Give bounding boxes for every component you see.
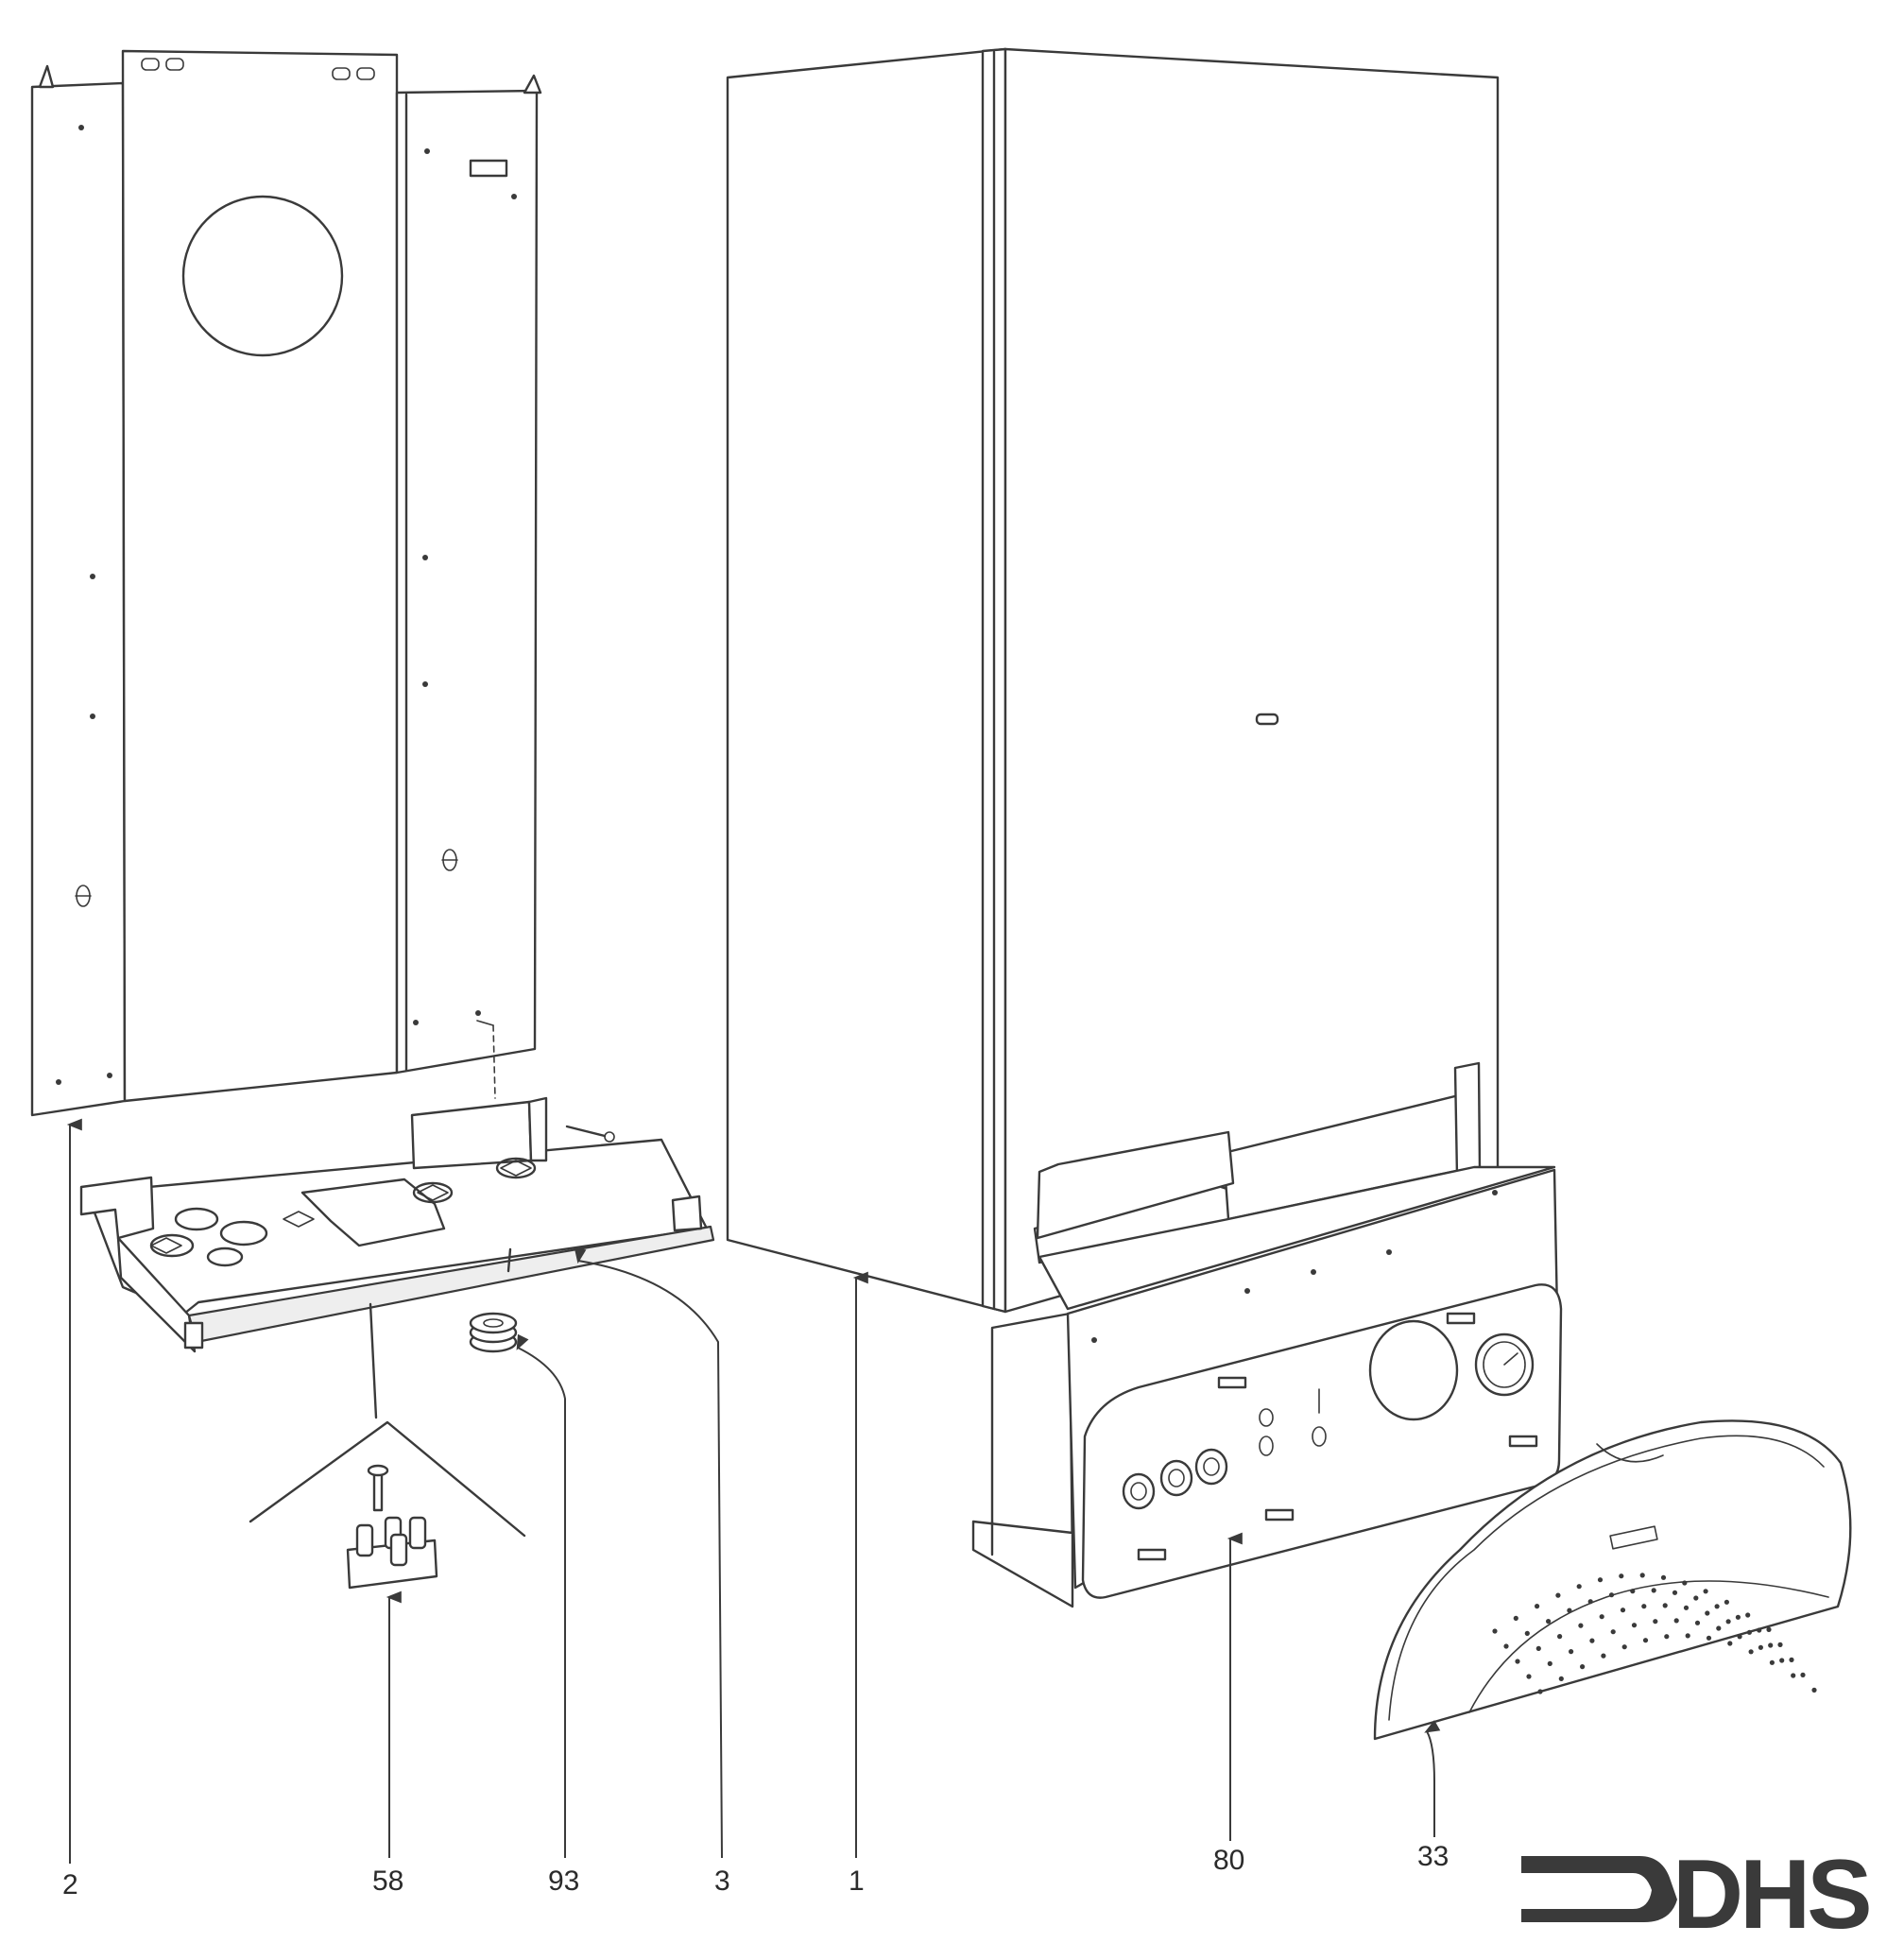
control-panel [971,1061,1563,1608]
vent-dot [1758,1644,1763,1650]
vent-dot [1630,1589,1636,1594]
vent-dot [1694,1620,1701,1625]
vent-dot [1555,1592,1561,1598]
vent-dot [1683,1605,1690,1610]
vent-dot [1800,1672,1806,1677]
vent-dot [1621,1644,1627,1650]
leader-lines [66,1118,1441,1864]
vent-dot [1768,1642,1774,1648]
keyhole-slot-right [441,849,458,871]
vent-dot [1791,1673,1796,1678]
vent-dot [1578,1623,1584,1628]
vent-dot [1535,1604,1540,1609]
knob-1 [1122,1472,1156,1510]
vent-dot [1746,1629,1752,1635]
vent-dot [1601,1653,1606,1659]
vent-dot [1557,1634,1563,1640]
vent-dot [1664,1634,1670,1640]
vent-dot [1608,1592,1615,1598]
label-part-2: 2 [62,1869,78,1900]
vent-dot [1724,1599,1729,1605]
vent-dot [1524,1630,1530,1636]
vent-dot [1639,1573,1645,1578]
rear-frame [30,49,542,1117]
vent-dot [1672,1590,1678,1595]
vent-dot [1716,1625,1722,1631]
label-part-33: 33 [1417,1841,1449,1872]
keyhole-slot-left [75,885,92,907]
vent-dot [1547,1660,1552,1666]
label-part-93: 93 [548,1865,579,1897]
label-part-1: 1 [849,1865,865,1897]
vent-dot [1769,1659,1775,1665]
vent-dot [1492,1628,1498,1634]
vent-dot [1703,1589,1708,1594]
vent-dot [1737,1634,1742,1640]
vent-dot [1682,1580,1688,1586]
vent-dot [1693,1595,1699,1601]
vent-dot [1515,1659,1520,1664]
knob-3 [1194,1448,1228,1486]
vent-dot [1619,1573,1624,1579]
label-part-3: 3 [714,1865,730,1897]
dhs-logo-text: DHS [1672,1840,1869,1950]
vent-dot [1535,1645,1541,1651]
vent-dot [1597,1577,1604,1583]
vent-dot [1660,1574,1667,1580]
vent-dot [1779,1658,1785,1663]
vent-dot [1576,1584,1582,1590]
vent-dot [1714,1604,1720,1609]
vent-dot [1546,1619,1552,1625]
vent-dot [1727,1641,1733,1646]
vent-dot [1745,1612,1751,1618]
vent-dot [1673,1618,1679,1624]
vent-dot [1725,1619,1731,1625]
label-part-58: 58 [372,1865,403,1897]
vent-dot [1537,1689,1543,1694]
vent-dot [1580,1664,1586,1670]
vent-dot [1610,1629,1616,1635]
vent-dot [1587,1599,1593,1605]
vent-dot [1503,1643,1509,1649]
door-vent-pattern [1492,1573,1817,1694]
terminal-block [249,1302,526,1590]
label-part-80: 80 [1213,1845,1244,1876]
dhs-logo: DHS [1521,1840,1873,1950]
vent-dot [1662,1603,1668,1608]
vent-dot [1685,1633,1690,1639]
knob-2 [1159,1459,1193,1497]
vent-dot [1567,1608,1572,1613]
vent-dot [1748,1649,1754,1655]
boiler-casing [726,47,1500,1314]
vent-dot [1766,1626,1772,1632]
callout-labels: 2 58 93 3 1 80 33 [62,1841,1449,1900]
vent-dot [1620,1608,1626,1613]
vent-dot [1811,1687,1817,1693]
vent-dot [1599,1614,1604,1620]
vent-dot [1513,1615,1518,1621]
vent-dot [1526,1674,1532,1679]
vent-dot [1642,1638,1649,1643]
vent-dot [1589,1638,1595,1643]
front-door [1373,1419,1852,1741]
vent-dot [1757,1627,1762,1633]
vent-dot [1777,1642,1783,1647]
dhs-logo-arrow-icon [1521,1856,1677,1922]
vent-dot [1569,1649,1574,1655]
vent-dot [1735,1614,1741,1620]
vent-dot [1558,1676,1564,1681]
vent-dot [1641,1604,1647,1609]
grommet [469,1312,518,1353]
vent-dot [1651,1588,1656,1593]
vent-dot [1705,1610,1710,1616]
vent-dot [1653,1619,1658,1625]
vent-dot [1789,1657,1794,1662]
vent-dot [1631,1623,1638,1628]
vent-dot [1706,1635,1712,1641]
